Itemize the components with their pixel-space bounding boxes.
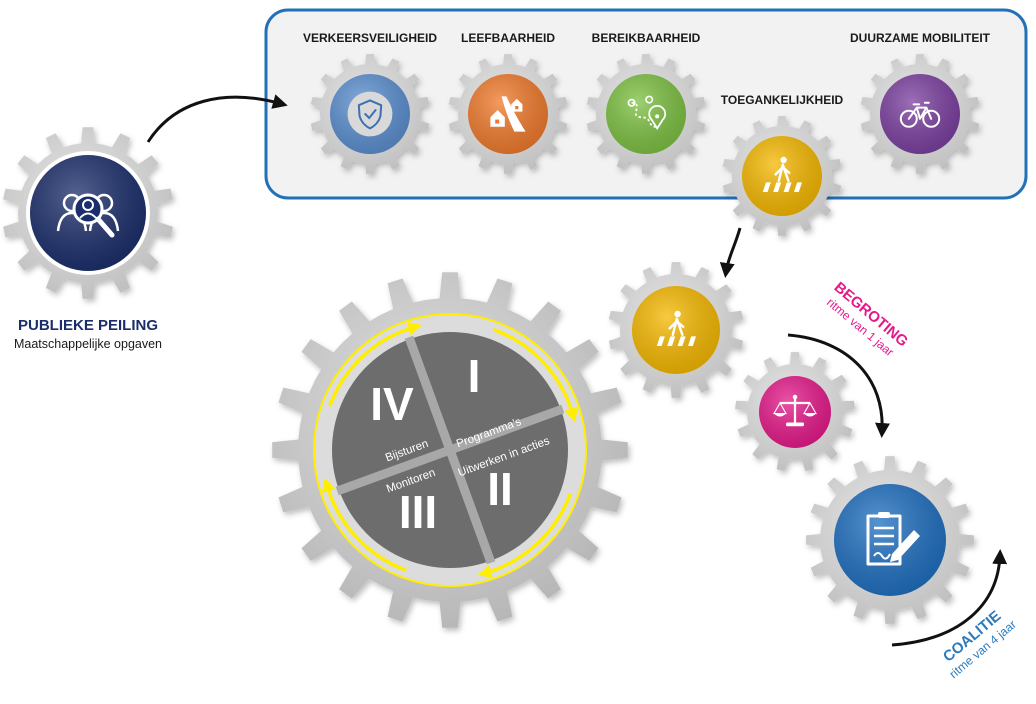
theme-label-bereikbaarheid: BEREIKBAARHEID xyxy=(592,31,701,45)
theme-gear-1 xyxy=(448,54,568,174)
arrow-coalition-rhythm xyxy=(891,549,1008,647)
theme-label-duurzame-mobiliteit: DUURZAME MOBILITEIT xyxy=(850,31,991,45)
bicycle-icon xyxy=(899,101,941,128)
cycle-arrow-3 xyxy=(328,321,423,407)
chain-gear-1 xyxy=(735,352,855,472)
quadrant-numeral-i: I xyxy=(468,350,481,402)
theme-label-toegankelijkheid: TOEGANKELIJKHEID xyxy=(721,93,844,107)
theme-label-verkeersveiligheid: VERKEERSVEILIGHEID xyxy=(303,31,437,45)
pedestrian-crossing-icon xyxy=(762,156,802,192)
theme-gears xyxy=(310,54,980,236)
chain-gear-0 xyxy=(608,262,744,398)
pedestrian-crossing-icon xyxy=(656,310,696,346)
arrow-survey-to-themes xyxy=(146,94,288,143)
survey-title: PUBLIEKE PEILING xyxy=(18,317,158,334)
document-pen-icon xyxy=(866,512,920,566)
theme-gear-2 xyxy=(586,54,706,174)
people-search-icon xyxy=(56,193,120,238)
budget-rhythm-label: BEGROTING ritme van 1 jaar xyxy=(824,279,911,359)
quadrant-numeral-iv: IV xyxy=(370,378,414,430)
arrow-theme-to-chain xyxy=(719,227,742,278)
theme-label-leefbaarheid: LEEFBAARHEID xyxy=(461,31,555,45)
cycle-divider xyxy=(404,335,496,565)
quadrant-numeral-iii: III xyxy=(399,486,437,538)
survey-gear xyxy=(3,127,173,299)
theme-gear-4 xyxy=(860,54,980,174)
cycle-arrow-0 xyxy=(493,328,579,423)
coalition-rhythm-label: COALITIE ritme van 4 jaar xyxy=(940,608,1019,682)
survey-subtitle: Maatschappelijke opgaven xyxy=(14,337,162,351)
cycle-arrow-1 xyxy=(477,493,572,579)
scales-icon xyxy=(773,394,817,427)
theme-gear-3 xyxy=(722,116,842,236)
shield-check-icon xyxy=(347,91,393,137)
arrow-budget-rhythm xyxy=(787,333,890,438)
route-map-icon xyxy=(627,95,667,131)
survey-gear-main xyxy=(3,127,173,299)
theme-gear-0 xyxy=(310,54,430,174)
cycle-arrow-2 xyxy=(321,477,407,572)
houses-road-icon xyxy=(490,96,526,132)
chain-gears xyxy=(608,262,974,624)
chain-gear-2 xyxy=(806,456,974,624)
quadrant-numeral-ii: II xyxy=(487,463,513,515)
